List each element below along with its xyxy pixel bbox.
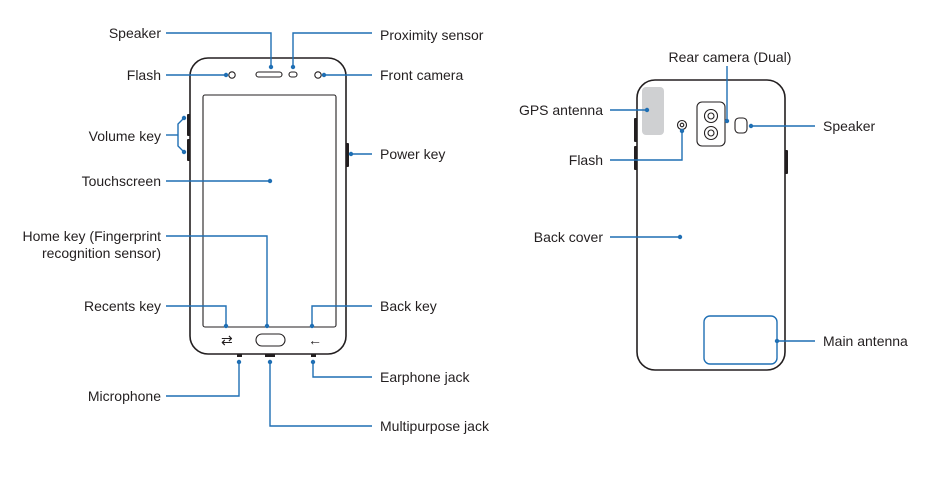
label-flash-front: Flash: [127, 67, 161, 83]
front-flash-icon: [228, 71, 236, 79]
label-back-key: Back key: [380, 298, 437, 314]
microphone-hole: [237, 354, 242, 357]
front-touchscreen: [202, 94, 337, 328]
gps-antenna-area: [642, 87, 664, 135]
label-back-cover: Back cover: [534, 229, 604, 245]
front-view: ⇄ ← Speaker Proximity sensor Flash: [23, 25, 490, 434]
multipurpose-port: [265, 354, 275, 357]
label-microphone: Microphone: [88, 388, 161, 404]
label-earphone-jack: Earphone jack: [380, 369, 471, 385]
back-key-icon: ←: [308, 332, 322, 348]
back-phone-body: [636, 79, 786, 371]
label-proximity-sensor: Proximity sensor: [380, 27, 484, 43]
home-key: [255, 333, 286, 347]
label-power-key: Power key: [380, 146, 445, 162]
proximity-sensor: [288, 71, 298, 78]
label-home-key-line1: Home key (Fingerprint: [23, 228, 162, 244]
earphone-port: [311, 354, 316, 357]
rear-speaker-grille: [734, 117, 748, 134]
label-recents-key: Recents key: [84, 298, 161, 314]
label-home-key-line2: recognition sensor): [42, 245, 161, 261]
front-callouts: [166, 32, 372, 427]
front-phone-body: [189, 57, 347, 355]
earpiece-speaker: [255, 71, 283, 78]
label-speaker-back: Speaker: [823, 118, 875, 134]
label-touchscreen: Touchscreen: [82, 173, 161, 189]
rear-flash-icon-inner: [679, 122, 685, 128]
rear-camera-lens-top-inner: [707, 112, 715, 120]
rear-camera-lens-bottom: [703, 125, 719, 141]
label-front-camera: Front camera: [380, 67, 463, 83]
rear-camera-module: [696, 101, 726, 147]
label-gps-antenna: GPS antenna: [519, 102, 603, 118]
front-camera-lens: [314, 71, 322, 79]
label-speaker-front: Speaker: [109, 25, 161, 41]
back-view: Rear camera (Dual) GPS antenna Speaker F…: [519, 49, 908, 371]
label-main-antenna: Main antenna: [823, 333, 908, 349]
label-flash-back: Flash: [569, 152, 603, 168]
label-rear-camera: Rear camera (Dual): [669, 49, 792, 65]
rear-camera-lens-bottom-inner: [707, 129, 715, 137]
recents-key-icon: ⇄: [221, 332, 233, 348]
label-multipurpose-jack: Multipurpose jack: [380, 418, 490, 434]
rear-camera-lens-top: [703, 108, 719, 124]
back-callouts: [610, 66, 815, 344]
label-volume-key: Volume key: [89, 128, 161, 144]
